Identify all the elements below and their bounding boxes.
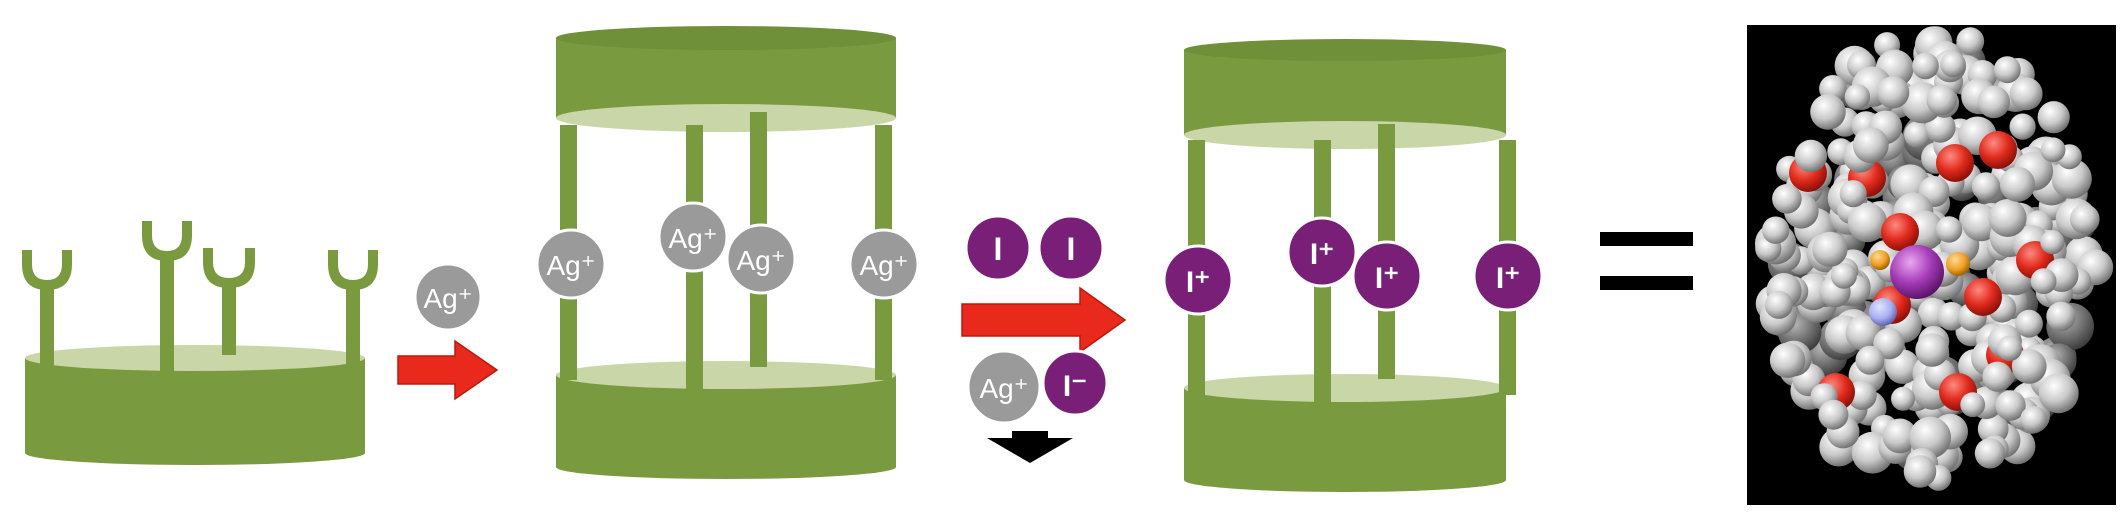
model-atom xyxy=(2037,101,2070,134)
model-atom xyxy=(1996,335,2023,362)
model-atom xyxy=(1762,216,1790,244)
precipitate-down-arrow-icon xyxy=(987,431,1073,463)
model-atom xyxy=(1912,52,1939,80)
model-atom xyxy=(1882,418,1918,454)
model-atom xyxy=(1936,144,1974,182)
model-atom xyxy=(1869,298,1897,326)
ligand-half-cage xyxy=(22,221,378,465)
silver-ion-1: Ag⁺ xyxy=(535,228,607,300)
iplus-4-label: I⁺ xyxy=(1496,262,1520,295)
model-atom xyxy=(1974,438,2006,469)
model-atom xyxy=(1977,85,2011,119)
iodonium-ion-3: I⁺ xyxy=(1351,240,1423,312)
model-atom xyxy=(2040,137,2066,163)
model-atom xyxy=(1915,333,1949,367)
equals-sign-icon xyxy=(1600,232,1693,290)
model-atom xyxy=(2030,268,2057,295)
model-atom xyxy=(1926,84,1957,116)
model-atom xyxy=(1855,345,1885,375)
model-atom xyxy=(1995,390,2026,421)
model-atom xyxy=(2009,113,2036,140)
iodonium-ion-1: I⁺ xyxy=(1162,244,1234,316)
model-atom xyxy=(2040,230,2065,255)
model-atom xyxy=(2038,373,2079,414)
silver-ion-reagent: Ag⁺ xyxy=(413,262,483,332)
model-atom xyxy=(1956,27,1985,56)
model-atom xyxy=(1764,290,1793,319)
ag-cage-3-label: Ag⁺ xyxy=(736,245,785,276)
model-atom xyxy=(1982,361,2013,392)
silver-capsule xyxy=(556,26,896,479)
iplus-1-label: I⁺ xyxy=(1186,266,1210,299)
agi-silver-label: Ag⁺ xyxy=(979,373,1028,404)
model-atom xyxy=(1993,56,2021,84)
silver-ion-2: Ag⁺ xyxy=(657,201,729,273)
model-atom xyxy=(2020,406,2047,433)
iplus-3-label: I⁺ xyxy=(1375,262,1399,295)
model-atom xyxy=(1964,278,2002,316)
model-atom xyxy=(1844,84,1871,110)
silver-ion-4: Ag⁺ xyxy=(848,228,920,300)
silver-iodide-precipitate: I⁻ Ag⁺ xyxy=(966,349,1109,425)
model-atom xyxy=(1890,245,1944,299)
ag-cage-2-label: Ag⁺ xyxy=(668,223,717,254)
model-atom xyxy=(1960,392,1986,418)
model-atom xyxy=(1852,127,1889,164)
ag-cage-4-label: Ag⁺ xyxy=(859,250,908,281)
model-atom xyxy=(1903,455,1937,488)
model-atom xyxy=(1999,166,2036,202)
model-atom xyxy=(1937,302,1966,331)
model-atom xyxy=(2011,349,2047,384)
model-atom xyxy=(1870,250,1890,270)
space-filling-model-image xyxy=(1747,25,2116,505)
model-atom xyxy=(1940,51,1966,78)
model-atom xyxy=(1847,380,1877,411)
model-atom xyxy=(1971,172,2001,201)
model-atom xyxy=(1812,231,1848,267)
iodonium-ion-4: I⁺ xyxy=(1472,240,1544,312)
model-atom xyxy=(2009,77,2043,111)
iplus-2-label: I⁺ xyxy=(1310,238,1334,271)
model-atom xyxy=(2015,309,2043,338)
model-atom xyxy=(1946,252,1970,276)
model-atom xyxy=(1794,139,1828,173)
model-atom xyxy=(2051,158,2092,199)
model-atom xyxy=(1935,216,1963,243)
model-atom xyxy=(1979,131,2017,169)
iodonium-capsule xyxy=(1184,39,1516,492)
i2-atom-2-label: I xyxy=(1067,231,1076,267)
model-atom xyxy=(1988,199,2027,237)
i2-atom-1-label: I xyxy=(994,231,1003,267)
model-atom xyxy=(1810,94,1846,130)
red-arrow-1-icon xyxy=(397,339,499,401)
red-arrow-2-icon xyxy=(961,286,1127,354)
model-atom xyxy=(2070,204,2100,234)
ag-free-label: Ag⁺ xyxy=(423,283,472,314)
model-atom xyxy=(1891,386,1915,411)
model-atom xyxy=(1772,184,1802,214)
model-atom xyxy=(1909,416,1952,459)
model-atom xyxy=(1847,202,1888,243)
iodonium-ion-2: I⁺ xyxy=(1286,216,1358,288)
model-atom xyxy=(2046,301,2076,332)
model-atom xyxy=(1881,213,1919,251)
model-atom xyxy=(1904,121,1931,148)
ag-cage-1-label: Ag⁺ xyxy=(546,250,595,281)
model-atom xyxy=(1845,315,1881,351)
model-atom xyxy=(1876,76,1910,109)
model-atom xyxy=(1830,262,1857,289)
model-atom xyxy=(1839,180,1867,208)
agi-iodide-label: I⁻ xyxy=(1063,370,1087,403)
silver-ion-3: Ag⁺ xyxy=(725,223,797,295)
model-atom xyxy=(1818,399,1849,430)
iodine-molecule: I I xyxy=(964,214,1105,282)
model-atom xyxy=(1769,342,1806,378)
